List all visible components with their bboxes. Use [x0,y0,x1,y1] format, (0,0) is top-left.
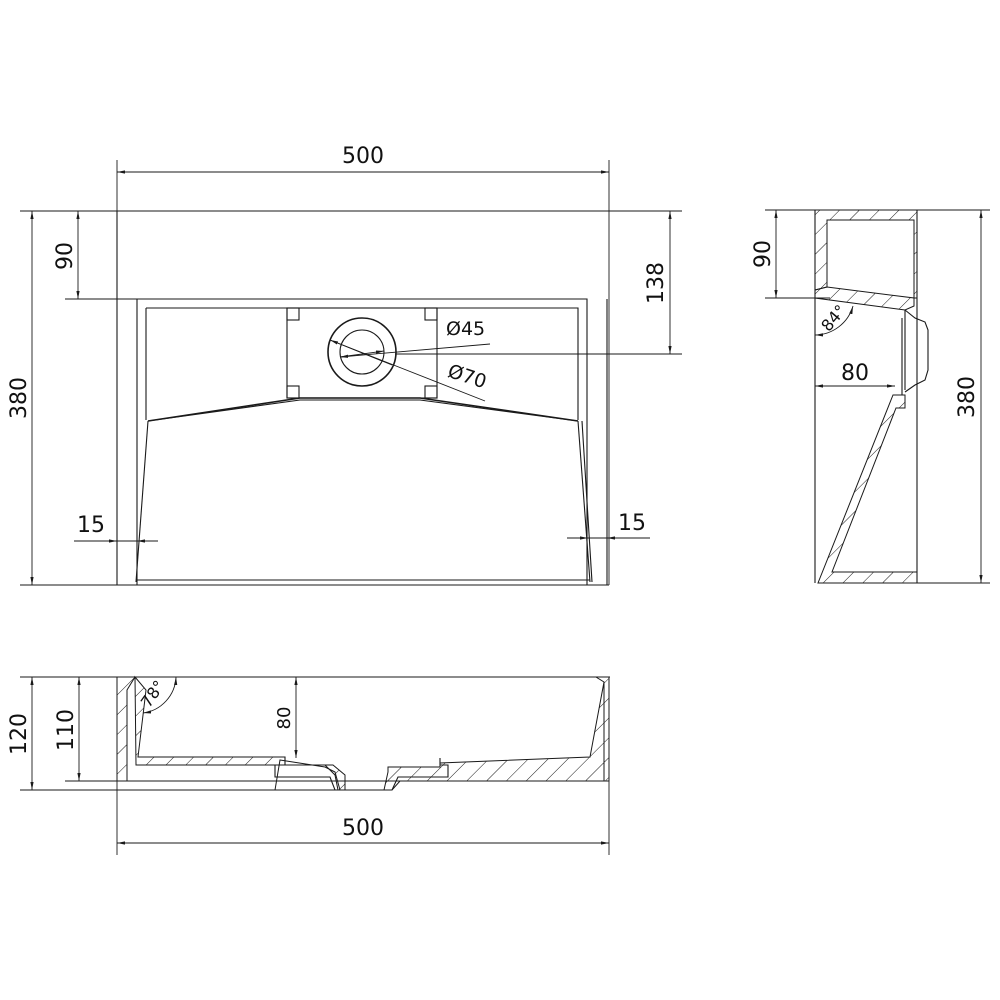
top-right-wall-label: 15 [618,511,646,536]
drain-outer-circle [327,317,397,387]
top-depth-label: 380 [7,377,32,419]
side-angle-label: 84° [817,301,850,335]
front-total-height-label: 120 [7,713,32,755]
front-view: 120 110 80 78° 500 [7,675,610,855]
drain-inner-circle [339,329,385,375]
top-view: 500 380 90 138 Ø [7,144,682,586]
side-ledge-label: 90 [751,240,776,268]
side-drain-offset-label: 80 [841,361,869,386]
drain-inner-diameter-label: Ø45 [446,318,485,340]
front-body-height-label: 110 [54,709,79,751]
top-ledge-label: 90 [53,242,78,270]
top-width-label: 500 [342,144,384,169]
side-view: 90 380 84° 80 [751,209,990,584]
front-width-label: 500 [342,816,384,841]
top-left-wall-label: 15 [77,513,105,538]
top-drain-offset-label: 138 [644,262,669,304]
side-depth-label: 380 [955,376,980,418]
front-bowl-depth-label: 80 [274,707,295,730]
